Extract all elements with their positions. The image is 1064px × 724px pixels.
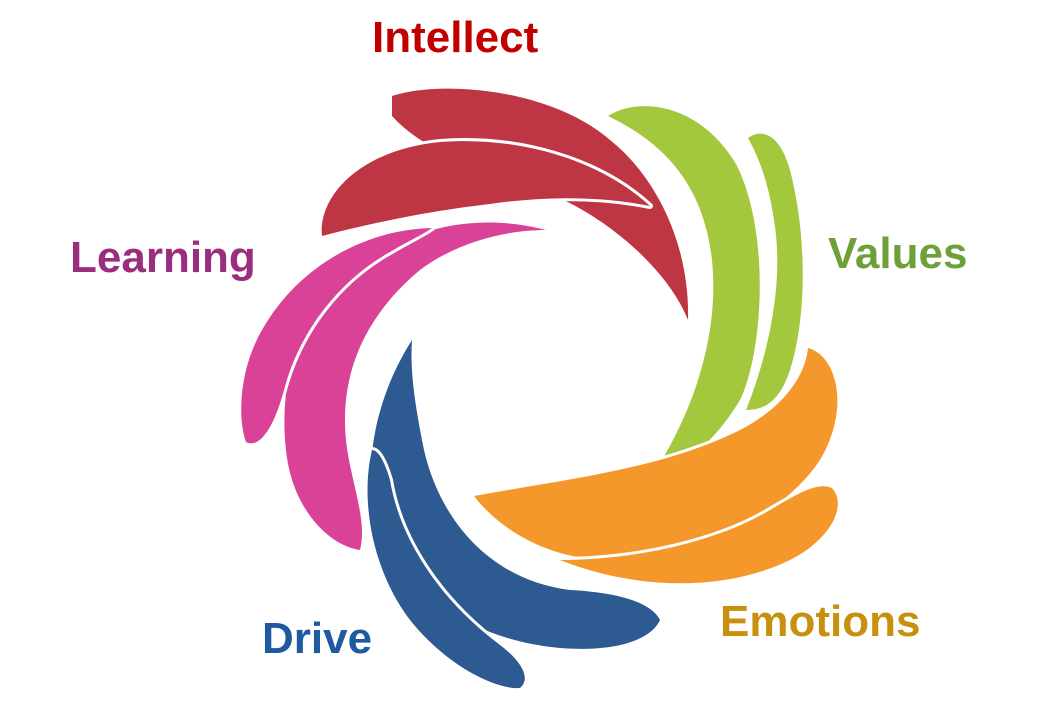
label-drive: Drive: [262, 614, 373, 663]
segment-drive: [364, 337, 663, 692]
label-values: Values: [828, 229, 968, 278]
label-learning: Learning: [70, 233, 256, 282]
label-emotions: Emotions: [720, 597, 921, 646]
drive-inner-petal: [364, 447, 528, 692]
intellect-inner-petal: [318, 138, 653, 239]
segment-learning: [238, 219, 549, 553]
label-intellect: Intellect: [372, 13, 539, 62]
emotions-inner-petal: [557, 483, 841, 587]
segment-intellect: [318, 85, 692, 323]
learning-inner-petal: [238, 225, 435, 447]
values-inner-petal: [743, 130, 806, 413]
segment-emotions: [471, 345, 841, 587]
